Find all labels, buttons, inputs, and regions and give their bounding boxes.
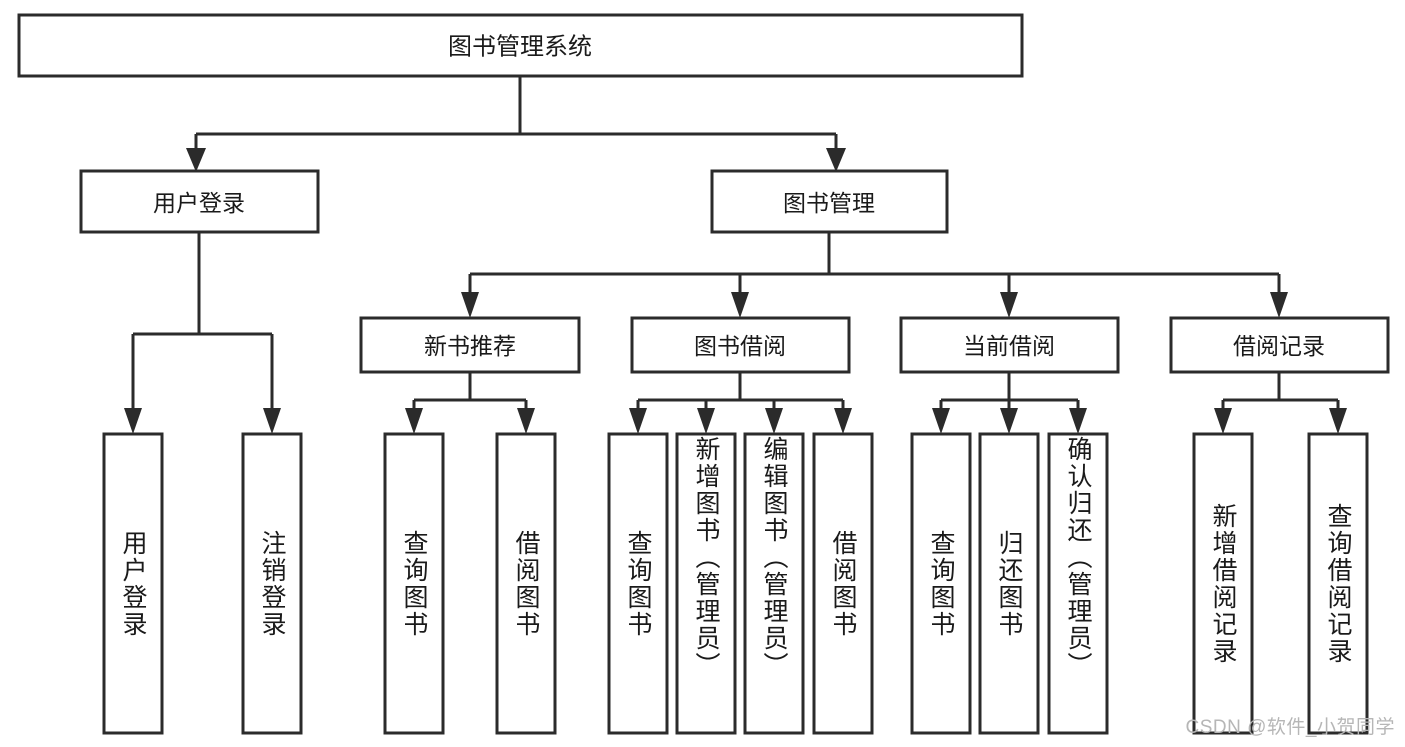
- leaf-box-borrow-book-b[interactable]: [812, 432, 874, 735]
- leaf-box-add-book[interactable]: [675, 432, 737, 735]
- arrow-head-leaf-query-book-a: [405, 408, 423, 434]
- node-book-borrow-label: 图书借阅: [694, 333, 786, 359]
- leaf-box-borrow-book-a[interactable]: [495, 432, 557, 735]
- leaf-box-return-book[interactable]: [978, 432, 1040, 735]
- arrow-head-leaf-query-record: [1329, 408, 1347, 434]
- leaf-box-logout[interactable]: [241, 432, 303, 735]
- connector-group-root-to-level2: [186, 76, 846, 172]
- node-user-login[interactable]: 用户登录: [79, 169, 320, 234]
- leaf-box-edit-book[interactable]: [743, 432, 805, 735]
- arrow-head-leaf-borrow-book-a: [517, 408, 535, 434]
- arrow-head-book-manage: [826, 148, 846, 172]
- connector-group-borrow-record-to-leaves: [1214, 372, 1347, 434]
- node-book-management-label: 图书管理: [783, 190, 875, 216]
- connector-group-book-manage-to-level3: [461, 232, 1288, 318]
- node-current-borrow[interactable]: 当前借阅: [899, 316, 1120, 374]
- leaf-box-query-book-a[interactable]: [383, 432, 445, 735]
- node-book-borrow[interactable]: 图书借阅: [630, 316, 851, 374]
- node-root-label: 图书管理系统: [448, 34, 592, 61]
- node-borrow-record[interactable]: 借阅记录: [1169, 316, 1390, 374]
- arrow-head-leaf-user-login: [124, 408, 142, 434]
- arrow-head-user-login: [186, 148, 206, 172]
- node-book-borrow-box[interactable]: [630, 316, 851, 374]
- arrow-head-book-borrow: [731, 292, 749, 318]
- arrow-head-leaf-query-book-b: [629, 408, 647, 434]
- arrow-head-new-book-recommend: [461, 292, 479, 318]
- node-root-book-management-system[interactable]: 图书管理系统: [17, 13, 1024, 78]
- node-borrow-record-label: 借阅记录: [1233, 333, 1325, 359]
- node-new-book-recommend-box[interactable]: [359, 316, 581, 374]
- arrow-head-leaf-add-book: [697, 408, 715, 434]
- node-borrow-record-box[interactable]: [1169, 316, 1390, 374]
- arrow-head-leaf-confirm-return: [1069, 408, 1087, 434]
- arrow-head-current-borrow: [1000, 292, 1018, 318]
- arrow-head-leaf-query-book-c: [932, 408, 950, 434]
- connector-group-current-borrow-to-leaves: [932, 372, 1087, 434]
- leaf-box-query-record[interactable]: [1307, 432, 1369, 735]
- node-book-management-box[interactable]: [710, 169, 949, 234]
- leaf-box-user-login[interactable]: [102, 432, 164, 735]
- node-new-book-recommend[interactable]: 新书推荐: [359, 316, 581, 374]
- connector-group-user-login-to-leaves: [124, 232, 281, 434]
- leaf-box-query-book-c[interactable]: [910, 432, 972, 735]
- arrow-head-leaf-add-record: [1214, 408, 1232, 434]
- node-user-login-label: 用户登录: [153, 190, 245, 216]
- arrow-head-leaf-edit-book: [765, 408, 783, 434]
- watermark-text: CSDN @软件_小贺同学: [1185, 717, 1395, 738]
- node-root-box[interactable]: [17, 13, 1024, 78]
- arrow-head-leaf-logout: [263, 408, 281, 434]
- node-current-borrow-box[interactable]: [899, 316, 1120, 374]
- node-new-book-recommend-label: 新书推荐: [424, 333, 516, 359]
- arrow-head-leaf-return-book: [1000, 408, 1018, 434]
- leaf-box-query-book-b[interactable]: [607, 432, 669, 735]
- arrow-head-leaf-borrow-book-b: [834, 408, 852, 434]
- leaf-box-add-record[interactable]: [1192, 432, 1254, 735]
- connector-group-new-book-recommend-to-leaves: [405, 372, 535, 434]
- node-book-management[interactable]: 图书管理: [710, 169, 949, 234]
- node-user-login-box[interactable]: [79, 169, 320, 234]
- leaf-box-confirm-return[interactable]: [1047, 432, 1109, 735]
- connector-group-book-borrow-to-leaves: [629, 372, 852, 434]
- arrow-head-borrow-record: [1270, 292, 1288, 318]
- node-current-borrow-label: 当前借阅: [963, 333, 1055, 359]
- leaf-box-group: [102, 432, 1369, 735]
